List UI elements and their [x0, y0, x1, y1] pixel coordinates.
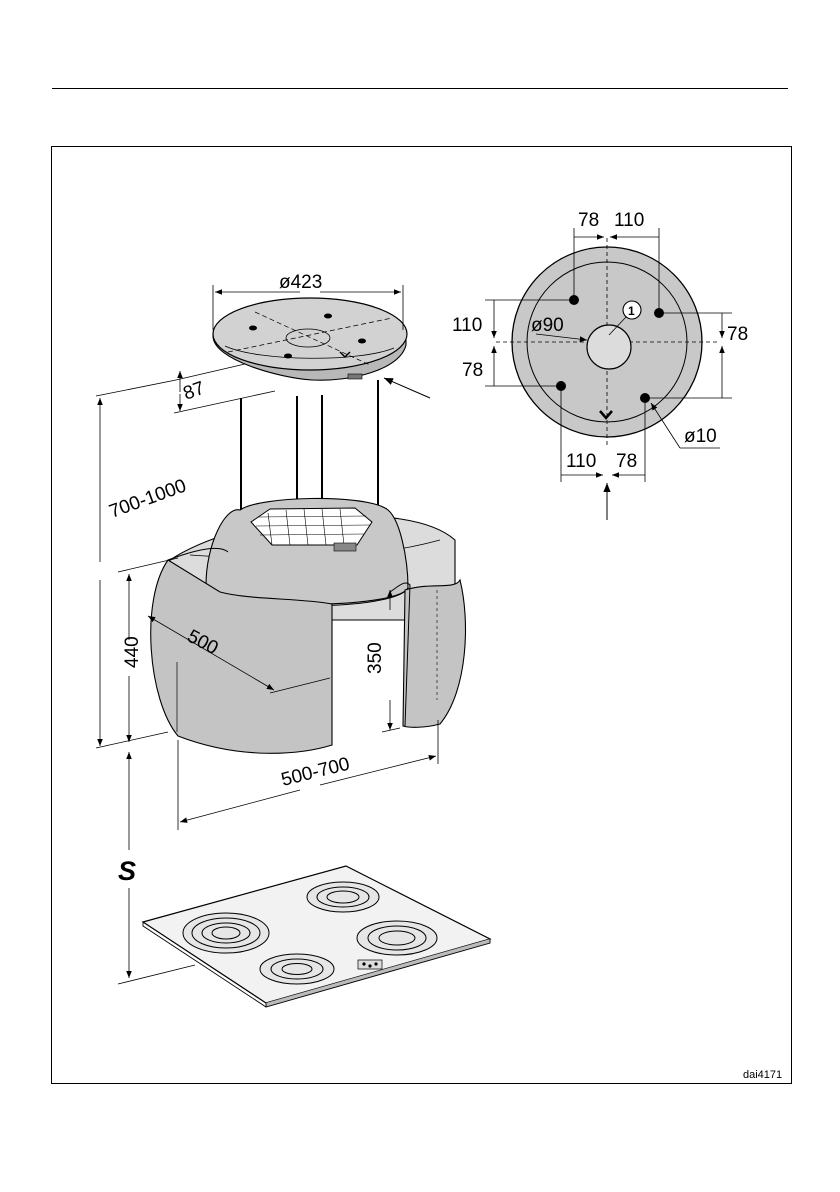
center-duct-hole [587, 325, 631, 369]
top-left-offset-label: 78 [578, 210, 599, 231]
burner-front [260, 954, 334, 984]
inner-height-label: 350 [365, 642, 386, 674]
mount-hole-top-left [569, 295, 579, 305]
bottom-left-offset-label: 110 [566, 451, 596, 472]
figure-code: dai4171 [743, 1069, 782, 1081]
callout-number: 1 [628, 304, 635, 318]
mount-hole-bottom-right [640, 393, 650, 403]
clearance-symbol: S [118, 856, 136, 886]
height-range-label: 700-1000 [107, 476, 190, 523]
top-diameter-label: ø423 [279, 272, 322, 293]
burner-right [357, 921, 437, 955]
hood-front-shell-right [403, 580, 465, 727]
hole-pattern-view: 78 110 110 78 78 ø90 1 ø10 110 78 [452, 210, 748, 520]
burner-back [307, 882, 379, 912]
left-lower-offset-label: 78 [462, 360, 483, 381]
right-offset-label: 78 [727, 324, 748, 345]
ceiling-plate-top [213, 298, 407, 370]
center-hole-diameter-label: ø90 [531, 315, 564, 336]
mount-hole-bottom-left [556, 381, 566, 391]
width-range-label: 500-700 [279, 754, 352, 791]
control-panel [358, 960, 382, 969]
mount-hole-top-right [654, 308, 664, 318]
top-height-label: 87 [181, 378, 208, 405]
filter-grid [251, 508, 372, 545]
body-height-label: 440 [122, 636, 143, 668]
cooktop [143, 866, 490, 1007]
left-upper-offset-label: 110 [452, 315, 482, 336]
top-right-offset-label: 110 [614, 210, 644, 231]
hood-3d-view: ø423 87 [96, 272, 465, 984]
bottom-right-offset-label: 78 [616, 451, 637, 472]
mount-hole-diameter-label: ø10 [684, 426, 717, 447]
burner-large [183, 913, 269, 953]
